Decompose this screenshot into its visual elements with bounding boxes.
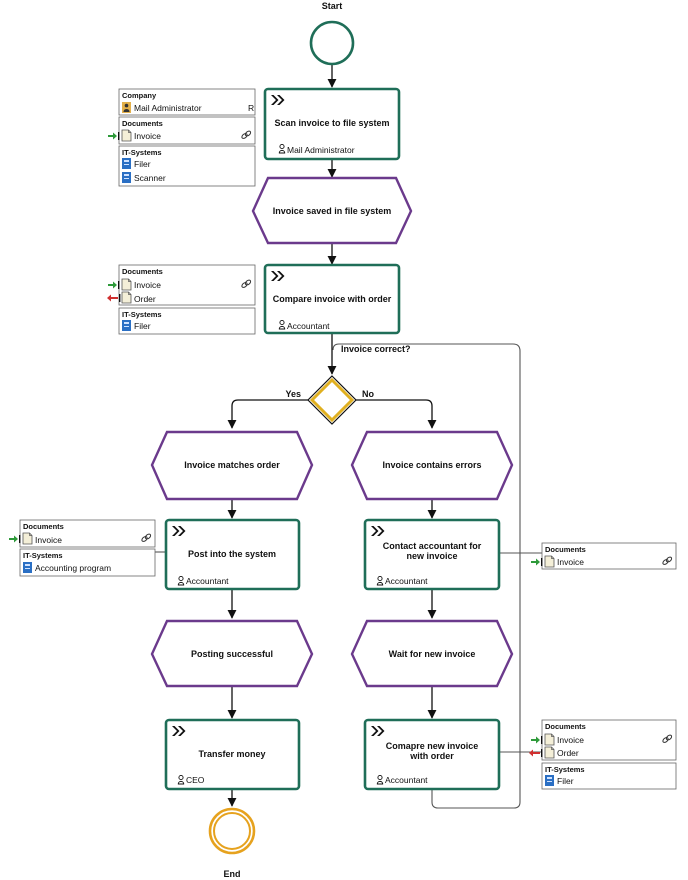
panel-header: IT-Systems	[122, 148, 162, 157]
panel-documents-contact: Documents Invoice	[531, 542, 677, 570]
start-label: Start	[322, 1, 343, 11]
event-posting-successful[interactable]: Posting successful	[150, 619, 314, 688]
panel-documents-post: Documents Invoice	[9, 519, 156, 548]
document-item[interactable]: Invoice	[557, 557, 584, 567]
task-role: CEO	[186, 775, 205, 785]
panel-it-comapre: IT-Systems Filer	[541, 762, 677, 790]
panel-it-scan: IT-Systems Filer Scanner	[118, 145, 256, 187]
end-label: End	[224, 869, 241, 879]
panel-documents-scan: Documents Invoice	[108, 116, 256, 145]
panel-header: Documents	[545, 545, 586, 554]
task-scan-invoice[interactable]: Scan invoice to file system Mail Adminis…	[263, 87, 401, 161]
document-item[interactable]: Invoice	[557, 735, 584, 745]
panel-documents-compare: Documents Invoice Order	[107, 264, 256, 306]
task-transfer-money[interactable]: Transfer money CEO	[164, 718, 301, 791]
task-post-into-system[interactable]: Post into the system Accountant	[164, 518, 301, 591]
it-system-icon	[122, 158, 131, 169]
role-icon	[122, 102, 131, 113]
task-role: Mail Administrator	[287, 145, 355, 155]
input-arrow-icon	[108, 281, 120, 289]
gateway-no-label: No	[362, 389, 374, 399]
it-system-icon	[23, 562, 32, 573]
edge-gateway-yes	[227, 399, 308, 429]
output-arrow-icon	[529, 749, 543, 757]
it-item[interactable]: Filer	[134, 159, 151, 169]
document-item[interactable]: Order	[134, 294, 156, 304]
gateway-invoice-correct[interactable]: Invoice correct? Yes No	[285, 344, 411, 425]
task-role: Accountant	[385, 576, 428, 586]
it-item[interactable]: Accounting program	[35, 563, 111, 573]
panel-header: IT-Systems	[122, 310, 162, 319]
panel-header: IT-Systems	[545, 765, 585, 774]
panel-it-compare: IT-Systems Filer	[118, 307, 256, 335]
document-icon	[121, 278, 132, 291]
end-event-inner	[213, 812, 251, 850]
event-invoice-matches[interactable]: Invoice matches order	[150, 430, 314, 501]
task-title: Post into the system	[188, 549, 276, 559]
panel-header: Documents	[122, 119, 163, 128]
task-contact-accountant[interactable]: Contact accountant for new invoice Accou…	[363, 518, 501, 591]
document-icon	[544, 746, 555, 759]
task-title: Scan invoice to file system	[274, 118, 389, 128]
input-arrow-icon	[9, 535, 21, 543]
task-title: Compare invoice with order	[273, 294, 392, 304]
gateway-question: Invoice correct?	[341, 344, 411, 354]
end-event[interactable]	[208, 807, 256, 855]
it-item[interactable]: Scanner	[134, 173, 166, 183]
connectors	[155, 65, 542, 809]
output-arrow-icon	[107, 294, 121, 302]
task-title: Transfer money	[198, 749, 265, 759]
document-icon	[544, 733, 555, 746]
input-arrow-icon	[108, 132, 120, 140]
event-wait-new-invoice[interactable]: Wait for new invoice	[350, 619, 514, 688]
panel-header: Documents	[23, 522, 64, 531]
event-label: Invoice contains errors	[382, 460, 481, 470]
panel-header: Documents	[545, 722, 586, 731]
panel-it-post: IT-Systems Accounting program	[19, 548, 156, 577]
start-event[interactable]	[309, 20, 355, 66]
document-item[interactable]: Invoice	[134, 280, 161, 290]
task-title-wrap: Contact accountant for new invoice	[382, 541, 482, 561]
company-item[interactable]: Mail Administrator	[134, 103, 202, 113]
edge-loop-back-to-gateway	[332, 343, 521, 809]
task-compare-invoice[interactable]: Compare invoice with order Accountant	[263, 263, 401, 335]
panel-header: Company	[122, 91, 157, 100]
document-item[interactable]: Invoice	[35, 535, 62, 545]
it-system-icon	[122, 172, 131, 183]
it-system-icon	[545, 775, 554, 786]
event-label: Invoice saved in file system	[273, 206, 392, 216]
edge-gateway-no	[356, 399, 437, 429]
it-item[interactable]: Filer	[557, 776, 574, 786]
input-arrow-icon	[531, 558, 543, 566]
document-icon	[22, 532, 33, 545]
document-icon	[121, 129, 132, 142]
task-comapre-new-invoice[interactable]: Comapre new invoice with order Accountan…	[363, 718, 501, 791]
task-title-wrap: Comapre new invoice with order	[385, 741, 479, 761]
panel-documents-comapre: Documents Invoice Order	[529, 719, 677, 761]
event-label: Posting successful	[191, 649, 273, 659]
document-icon	[544, 555, 555, 568]
task-role: Accountant	[186, 576, 229, 586]
panel-header: IT-Systems	[23, 551, 63, 560]
it-system-icon	[122, 320, 131, 331]
task-role: Accountant	[385, 775, 428, 785]
document-item[interactable]: Order	[557, 748, 579, 758]
event-invoice-saved[interactable]: Invoice saved in file system	[251, 176, 413, 245]
input-arrow-icon	[531, 736, 543, 744]
task-title: Comapre new invoice with order	[385, 741, 479, 761]
event-label: Wait for new invoice	[389, 649, 476, 659]
it-item[interactable]: Filer	[134, 321, 151, 331]
company-badge: R	[248, 103, 254, 113]
event-invoice-errors[interactable]: Invoice contains errors	[350, 430, 514, 501]
task-role: Accountant	[287, 321, 330, 331]
document-icon	[121, 291, 132, 304]
task-title: Contact accountant for new invoice	[382, 541, 482, 561]
gateway-yes-label: Yes	[285, 389, 301, 399]
panel-company: Company Mail Administrator R	[118, 88, 256, 116]
document-item[interactable]: Invoice	[134, 131, 161, 141]
panel-header: Documents	[122, 267, 163, 276]
event-label: Invoice matches order	[184, 460, 280, 470]
